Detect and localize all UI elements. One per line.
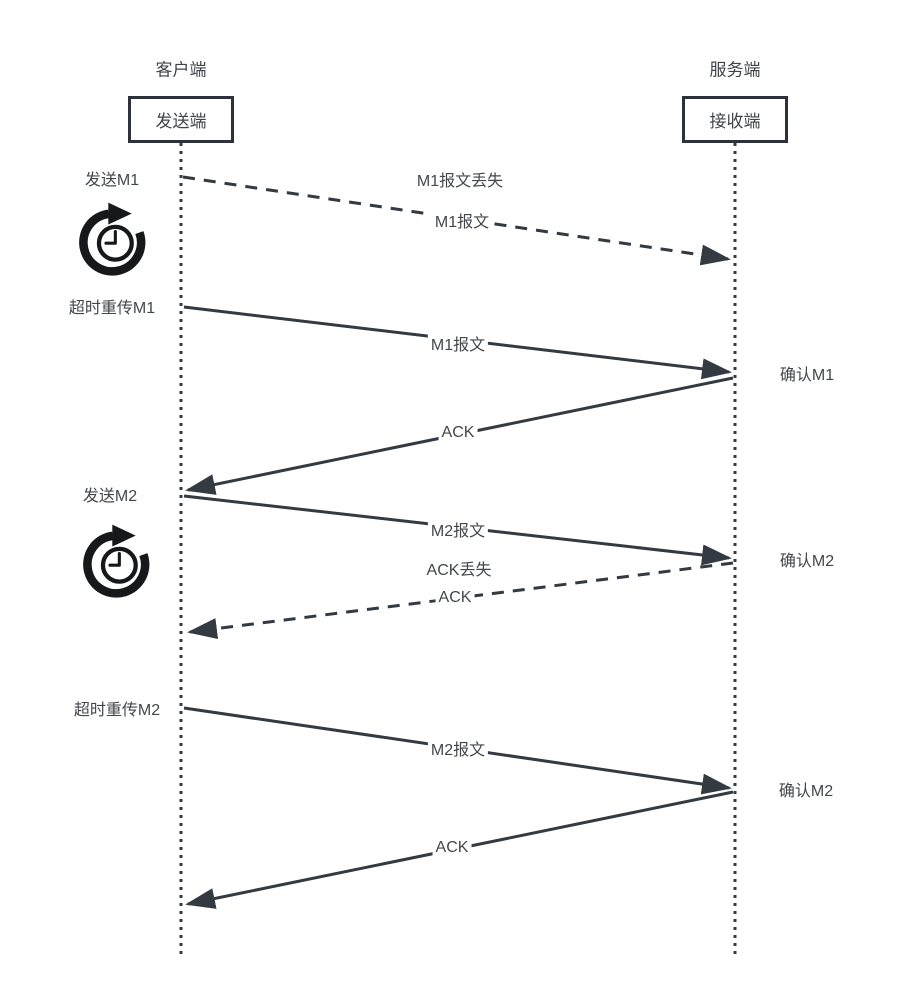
m1-packet-label: M1报文 [427,331,489,355]
confirm-m2-label: 确认M2 [779,553,835,570]
retry-timer-icon [79,202,146,276]
receiver-box-label: 接收端 [709,112,761,131]
confirm-m2-label-2: 确认M2 [778,783,834,800]
ack-lost-annotation: ACK丢失 [423,556,495,580]
m2-packet-label-2: M2报文 [427,736,489,760]
confirm-m1-label: 确认M1 [779,367,835,384]
timeout-retransmit-m1-label: 超时重传M1 [68,300,156,317]
m1-packet-label-dashed: M1报文 [431,208,493,232]
send-m2-label: 发送M2 [82,488,138,505]
ack2-label-dashed: ACK [435,589,475,607]
send-m1-label: 发送M1 [84,172,140,189]
retry-timer-icon [83,524,150,598]
timeout-retransmit-m2-label: 超时重传M2 [73,702,161,719]
server-lane-title: 服务端 [709,60,761,80]
sender-box: 发送端 [128,96,234,143]
sender-box-label: 发送端 [155,112,207,131]
m2-packet-label: M2报文 [427,517,489,541]
receiver-box: 接收端 [682,96,788,143]
client-lane-title: 客户端 [155,60,207,80]
m1-lost-annotation: M1报文丢失 [413,167,507,191]
ack1-label: ACK [438,424,478,442]
ack3-label: ACK [432,839,472,857]
